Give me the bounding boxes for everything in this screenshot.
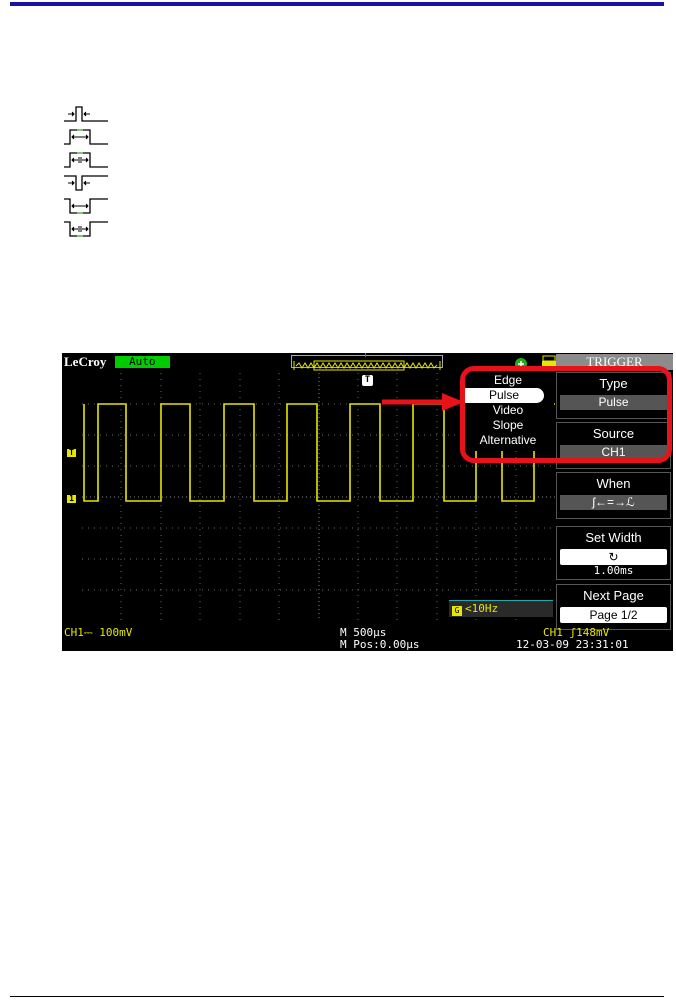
horizontal-position: M Pos:0.00μs <box>340 638 420 651</box>
negative-pulse-equal-icon <box>64 221 108 237</box>
negative-pulse-greater-icon <box>64 198 108 214</box>
ch1-scale: CH1⎓ 100mV <box>64 626 133 639</box>
when-button[interactable]: When ʃ←=→ℒ <box>556 472 671 519</box>
memory-position-bar <box>291 355 443 371</box>
trigger-time-marker[interactable]: T <box>362 375 373 386</box>
frequency-icon: G <box>452 606 462 616</box>
timebase: M 500μs <box>340 626 387 639</box>
trigger-level-marker[interactable]: T <box>67 449 76 457</box>
bottom-rule <box>10 996 664 997</box>
positive-pulse-less-icon <box>64 106 108 122</box>
source-label: Source <box>592 426 635 441</box>
callout-highlight-box <box>460 366 672 463</box>
acquisition-mode-badge: Auto <box>115 356 170 368</box>
when-label: When <box>596 476 631 491</box>
type-label: Type <box>599 376 628 391</box>
type-option-slope[interactable]: Slope <box>492 418 524 432</box>
source-value: CH1 <box>560 445 667 460</box>
type-option-pulse[interactable]: Pulse <box>464 388 544 403</box>
set-width-label: Set Width <box>585 530 642 545</box>
set-width-button[interactable]: Set Width ↻ 1.00ms <box>556 526 671 580</box>
top-rule <box>10 2 664 6</box>
next-page-button[interactable]: Next Page Page 1/2 <box>556 584 671 630</box>
brand-logo: LeCroy <box>64 354 107 369</box>
negative-pulse-less-icon <box>64 175 108 191</box>
trigger-level-readout: CH1 ʃ148mV <box>543 626 610 639</box>
callout-arrow-icon <box>382 393 464 411</box>
type-option-video[interactable]: Video <box>492 403 524 417</box>
trigger-position-mark <box>365 353 366 357</box>
oscilloscope-screen: LeCroy Auto TRIGGER <box>62 353 673 651</box>
positive-pulse-equal-icon <box>64 152 108 168</box>
trigger-type-popup: Edge Pulse Video Slope Alternative <box>462 373 554 451</box>
type-option-edge[interactable]: Edge <box>493 373 523 387</box>
set-width-value: 1.00ms <box>593 564 634 577</box>
when-value: ʃ←=→ℒ <box>560 495 667 510</box>
next-page-label: Next Page <box>583 588 644 603</box>
pulse-condition-icons <box>62 104 112 242</box>
rotate-knob-icon: ↻ <box>560 549 667 565</box>
type-button[interactable]: Type Pulse <box>556 372 671 419</box>
positive-pulse-greater-icon <box>64 129 108 145</box>
ch1-ground-marker[interactable]: 1 <box>67 495 76 503</box>
type-value: Pulse <box>560 395 667 410</box>
frequency-counter: G<10Hz <box>449 600 553 617</box>
date-time: 12-03-09 23:31:01 <box>516 638 629 651</box>
page-indicator: Page 1/2 <box>560 607 667 623</box>
frequency-value: <10Hz <box>465 602 499 615</box>
type-option-alternative[interactable]: Alternative <box>479 433 537 447</box>
